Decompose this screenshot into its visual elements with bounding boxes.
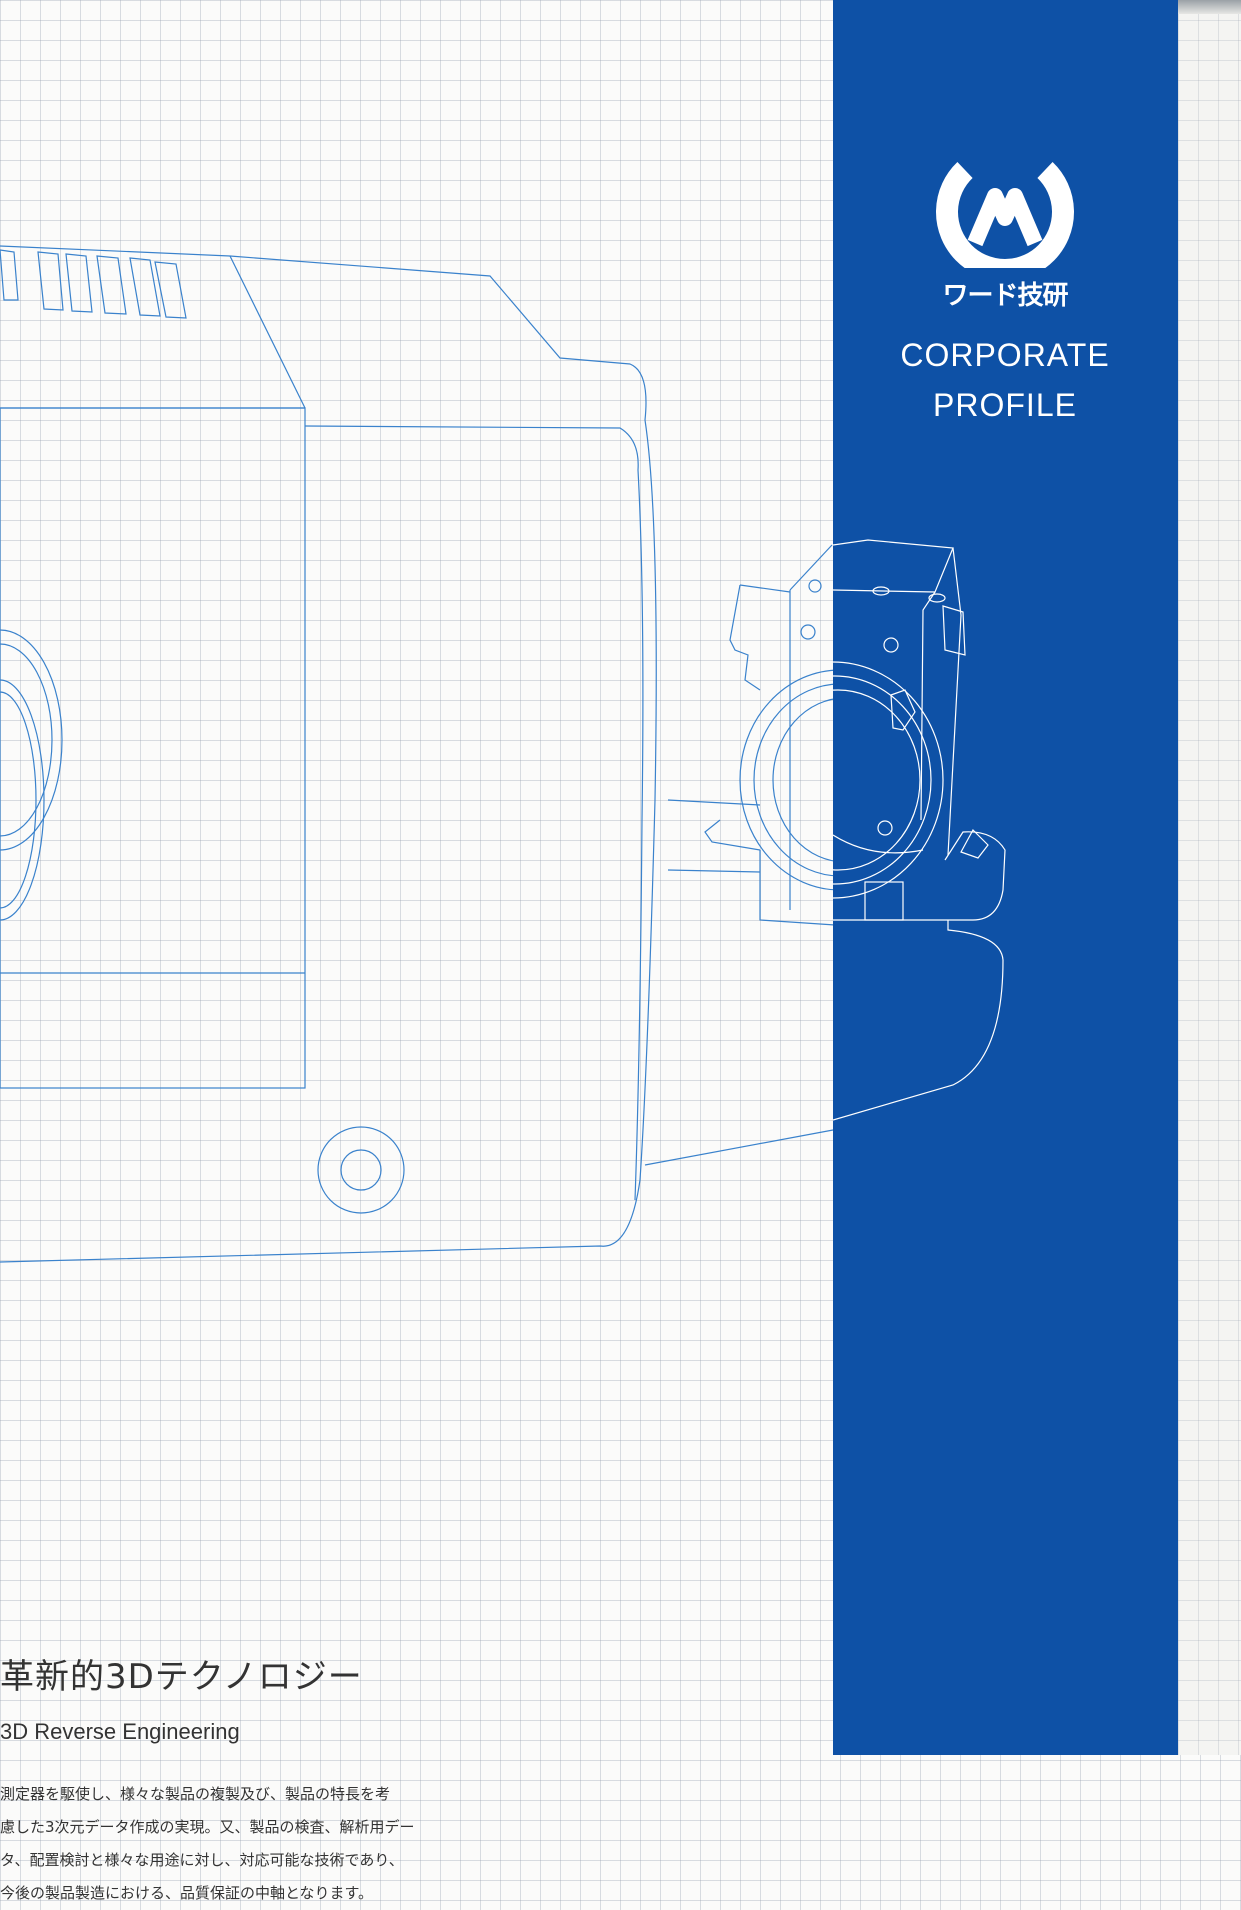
scan-edge (1178, 0, 1241, 14)
feature-description: 測定器を駆使し、様々な製品の複製及び、製品の特長を考 慮した3次元データ作成の実… (0, 1778, 415, 1910)
camera-line-drawing-on-band (833, 539, 1006, 1121)
description-line-4: 今後の製品製造における、品質保証の中軸となります。 (0, 1884, 374, 1902)
description-line-3: タ、配置検討と様々な用途に対し、対応可能な技術であり、 (0, 1851, 404, 1869)
vent-slots (0, 249, 187, 319)
description-line-2: 慮した3次元データ作成の実現。又、製品の検査、解析用デー (0, 1818, 415, 1836)
ward-logo-mark (936, 162, 1074, 281)
company-name: ワード技研 (942, 281, 1068, 311)
lens-rings-left (0, 629, 63, 921)
brand-band (833, 0, 1178, 1755)
feature-headline: 革新的3Dテクノロジー (0, 1657, 363, 1697)
feature-subtitle: 3D Reverse Engineering (0, 1719, 240, 1744)
cover-title: CORPORATE PROFILE (850, 330, 1160, 430)
cover-title-line-2: PROFILE (933, 387, 1077, 423)
company-logo: ワード技研 (935, 148, 1075, 312)
description-line-1: 測定器を駆使し、様々な製品の複製及び、製品の特長を考 (0, 1785, 391, 1803)
cover-title-line-1: CORPORATE (900, 337, 1110, 373)
page-margin (1178, 0, 1241, 1755)
